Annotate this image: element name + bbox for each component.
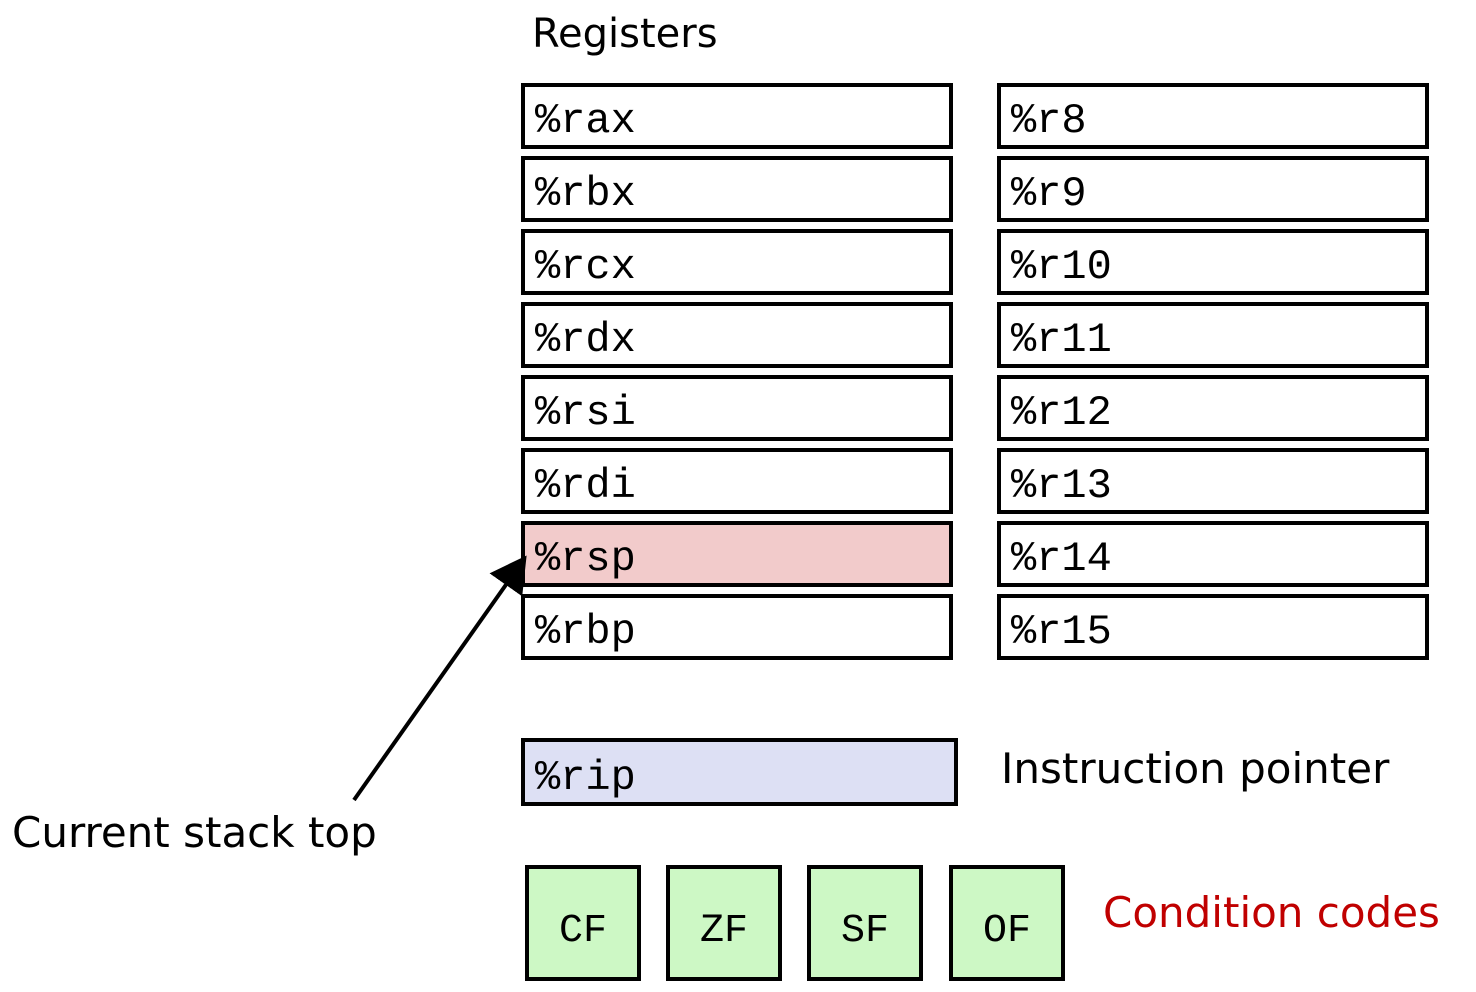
register-label: %rax xyxy=(535,97,636,145)
condition-codes-caption: Condition codes xyxy=(1103,888,1440,937)
register-label: %rdx xyxy=(535,316,636,364)
register-r14: %r14 xyxy=(997,521,1429,587)
register-rax: %rax xyxy=(521,83,953,149)
register-label: %r9 xyxy=(1011,170,1087,218)
register-rdi: %rdi xyxy=(521,448,953,514)
register-rcx: %rcx xyxy=(521,229,953,295)
register-r8: %r8 xyxy=(997,83,1429,149)
register-label: %r12 xyxy=(1011,389,1112,437)
register-rip: %rip xyxy=(521,738,958,806)
register-rbx: %rbx xyxy=(521,156,953,222)
register-r10: %r10 xyxy=(997,229,1429,295)
flag-cf: CF xyxy=(525,865,641,981)
register-label: %r10 xyxy=(1011,243,1112,291)
register-rsp: %rsp xyxy=(521,521,953,587)
register-rbp: %rbp xyxy=(521,594,953,660)
flag-of: OF xyxy=(949,865,1065,981)
register-label: %r8 xyxy=(1011,97,1087,145)
register-r11: %r11 xyxy=(997,302,1429,368)
register-r13: %r13 xyxy=(997,448,1429,514)
flag-sf: SF xyxy=(807,865,923,981)
register-label: %r14 xyxy=(1011,535,1112,583)
register-label: %rsi xyxy=(535,389,636,437)
instruction-pointer-caption: Instruction pointer xyxy=(1001,744,1390,793)
arrow-line xyxy=(352,555,527,802)
register-label: %rbp xyxy=(535,608,636,656)
register-rdx: %rdx xyxy=(521,302,953,368)
register-r15: %r15 xyxy=(997,594,1429,660)
stack-top-caption: Current stack top xyxy=(12,808,377,857)
registers-title: Registers xyxy=(532,11,718,57)
register-label: %r11 xyxy=(1011,316,1112,364)
flag-zf: ZF xyxy=(666,865,782,981)
register-label: %rsp xyxy=(535,535,636,583)
register-label: %rcx xyxy=(535,243,636,291)
register-label: %r15 xyxy=(1011,608,1112,656)
register-rsi: %rsi xyxy=(521,375,953,441)
register-r9: %r9 xyxy=(997,156,1429,222)
register-label: %rbx xyxy=(535,170,636,218)
register-label: %rdi xyxy=(535,462,636,510)
register-r12: %r12 xyxy=(997,375,1429,441)
register-label: %r13 xyxy=(1011,462,1112,510)
